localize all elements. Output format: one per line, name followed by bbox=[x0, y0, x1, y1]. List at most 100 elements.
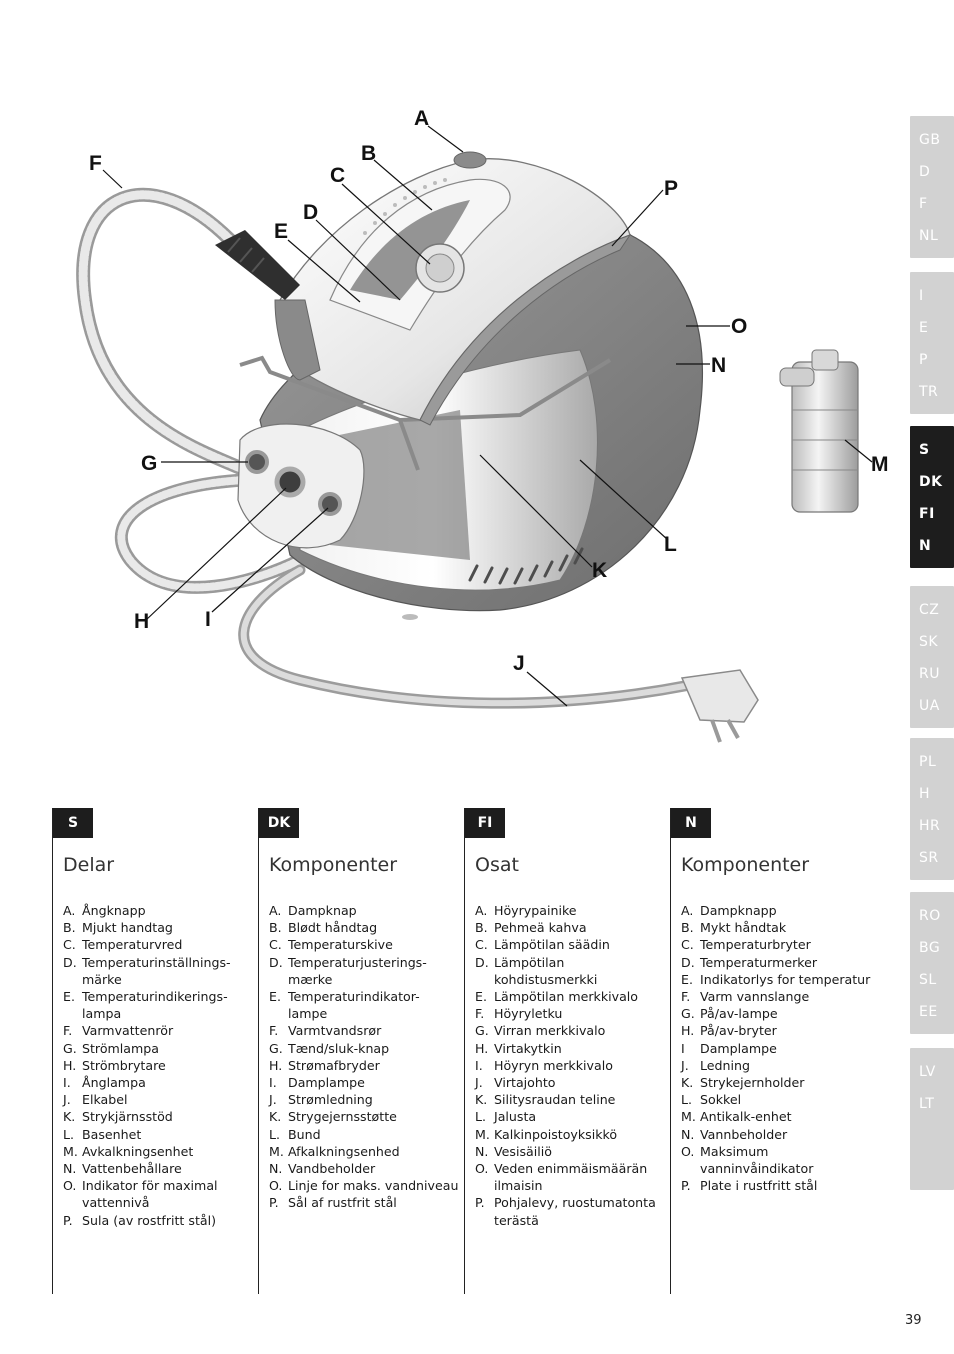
list-item: C. Temperaturskive bbox=[269, 936, 467, 953]
item-text: Strömbrytare bbox=[82, 1057, 166, 1073]
language-tab-i[interactable]: I bbox=[919, 288, 924, 304]
item-letter: L. bbox=[681, 1092, 693, 1108]
item-letter: A. bbox=[269, 903, 282, 918]
item-letter: F. bbox=[63, 1023, 73, 1039]
language-tab-hr[interactable]: HR bbox=[919, 818, 941, 834]
item-text: Veden enimmäismäärän ilmaisin bbox=[494, 1161, 648, 1194]
language-tab-ro[interactable]: RO bbox=[919, 908, 941, 924]
item-letter: B. bbox=[269, 920, 282, 936]
column-language-tab[interactable]: N bbox=[671, 808, 711, 838]
list-item: O.Linje for maks. vandniveau bbox=[269, 1177, 467, 1194]
column-language-tab[interactable]: DK bbox=[259, 808, 299, 838]
language-tab-sr[interactable]: SR bbox=[919, 850, 939, 866]
callout-f: F bbox=[89, 152, 102, 175]
item-text: Varm vannslange bbox=[700, 989, 810, 1005]
language-tab-n[interactable]: N bbox=[919, 538, 932, 554]
language-tab-group: S DK FI N bbox=[910, 426, 954, 568]
list-item: J.Strømledning bbox=[269, 1091, 467, 1108]
language-tab-gb[interactable]: GB bbox=[919, 132, 941, 148]
language-tab-lt[interactable]: LT bbox=[919, 1096, 935, 1112]
language-tab-group: LV LT bbox=[910, 1048, 954, 1190]
language-tab-h[interactable]: H bbox=[919, 786, 931, 802]
language-tab-sk[interactable]: SK bbox=[919, 634, 939, 650]
item-letter: J. bbox=[681, 1057, 689, 1073]
item-text: Damplampe bbox=[700, 1040, 777, 1056]
list-item: C.Lämpötilan säädin bbox=[475, 936, 673, 953]
item-text: Indikatorlys for temperatur bbox=[700, 971, 871, 987]
item-letter: C. bbox=[475, 937, 488, 953]
item-text: Vesisäiliö bbox=[494, 1143, 552, 1159]
language-tab-dk[interactable]: DK bbox=[919, 474, 943, 490]
list-item: G.Virran merkkivalo bbox=[475, 1022, 673, 1039]
callout-h: H bbox=[134, 610, 149, 633]
item-text: Temperaturskive bbox=[288, 937, 393, 953]
item-letter: P. bbox=[475, 1195, 485, 1211]
item-letter: A. bbox=[681, 903, 694, 918]
list-item: B.Blødt håndtag bbox=[269, 919, 467, 936]
callout-l: L bbox=[664, 533, 677, 556]
item-letter: B. bbox=[63, 920, 76, 936]
item-letter: H. bbox=[63, 1057, 77, 1073]
item-text: Varmtvandsrør bbox=[288, 1023, 382, 1039]
language-tab-e[interactable]: E bbox=[919, 320, 929, 336]
language-tab-tr[interactable]: TR bbox=[919, 384, 939, 400]
item-letter: K. bbox=[681, 1075, 694, 1091]
list-item: K.Strykejernholder bbox=[681, 1074, 879, 1091]
list-item: I.Höyryn merkkivalo bbox=[475, 1057, 673, 1074]
list-item: J.Ledning bbox=[681, 1057, 879, 1074]
list-item: N.Vannbeholder bbox=[681, 1126, 879, 1143]
language-tab-ee[interactable]: EE bbox=[919, 1004, 938, 1020]
power-cord bbox=[238, 564, 759, 743]
language-tab-nl[interactable]: NL bbox=[919, 228, 939, 244]
list-item: G.Tænd/sluk-knap bbox=[269, 1040, 467, 1057]
item-text: Dampknap bbox=[288, 903, 357, 918]
list-item: P. Pohjalevy, ruostumatonta terästä bbox=[475, 1194, 673, 1228]
item-letter: E. bbox=[269, 989, 281, 1005]
item-letter: M. bbox=[681, 1109, 696, 1125]
language-tab-s[interactable]: S bbox=[919, 442, 930, 458]
language-tab-ru[interactable]: RU bbox=[919, 666, 940, 682]
language-tab-pl[interactable]: PL bbox=[919, 754, 937, 770]
steam-iron-diagram: A B C D E F G H I J K L M N O P bbox=[76, 107, 889, 743]
column-language-tab[interactable]: FI bbox=[465, 808, 505, 838]
item-text: Pohjalevy, ruostumatonta terästä bbox=[494, 1195, 656, 1228]
item-letter: D. bbox=[681, 954, 695, 970]
item-letter: H. bbox=[269, 1057, 283, 1073]
language-tab-lv[interactable]: LV bbox=[919, 1064, 936, 1080]
item-text: Temperaturinställnings- märke bbox=[82, 954, 231, 987]
item-letter: L. bbox=[63, 1126, 75, 1142]
column-language-tab[interactable]: S bbox=[53, 808, 93, 838]
list-item: G.På/av-lampe bbox=[681, 1005, 879, 1022]
callout-m: M bbox=[871, 453, 889, 476]
item-letter: M. bbox=[269, 1143, 284, 1159]
list-item: F.Höyryletku bbox=[475, 1005, 673, 1022]
language-tab-sl[interactable]: SL bbox=[919, 972, 937, 988]
item-letter: F. bbox=[681, 989, 691, 1005]
language-tab-d[interactable]: D bbox=[919, 164, 931, 180]
language-tab-fi[interactable]: FI bbox=[919, 506, 935, 522]
column-title: Osat bbox=[475, 854, 519, 876]
language-tab-ua[interactable]: UA bbox=[919, 698, 940, 714]
item-letter: C. bbox=[269, 937, 282, 953]
language-tab-p[interactable]: P bbox=[919, 352, 928, 368]
language-tab-group: CZ SK RU UA bbox=[910, 586, 954, 728]
list-item: E.Temperaturindikator- lampe bbox=[269, 988, 467, 1022]
item-letter: K. bbox=[475, 1092, 488, 1108]
list-item: D.Lämpötilan kohdistusmerkki bbox=[475, 954, 673, 988]
list-item: D.Temperaturjusterings- mærke bbox=[269, 954, 467, 988]
list-item: G.Strömlampa bbox=[63, 1040, 261, 1057]
language-tab-f[interactable]: F bbox=[919, 196, 928, 212]
item-text: Höyrypainike bbox=[494, 903, 577, 918]
language-tab-bg[interactable]: BG bbox=[919, 940, 941, 956]
list-item: H.Virtakytkin bbox=[475, 1040, 673, 1057]
item-text: Indikator för maximal vattennivå bbox=[82, 1178, 218, 1211]
item-letter: D. bbox=[63, 954, 77, 970]
language-tab-cz[interactable]: CZ bbox=[919, 602, 940, 618]
iron-rest bbox=[239, 355, 612, 471]
list-item: H.På/av-bryter bbox=[681, 1022, 879, 1039]
item-text: Strömlampa bbox=[82, 1040, 160, 1056]
list-item: P.Sål af rustfrit stål bbox=[269, 1194, 467, 1211]
